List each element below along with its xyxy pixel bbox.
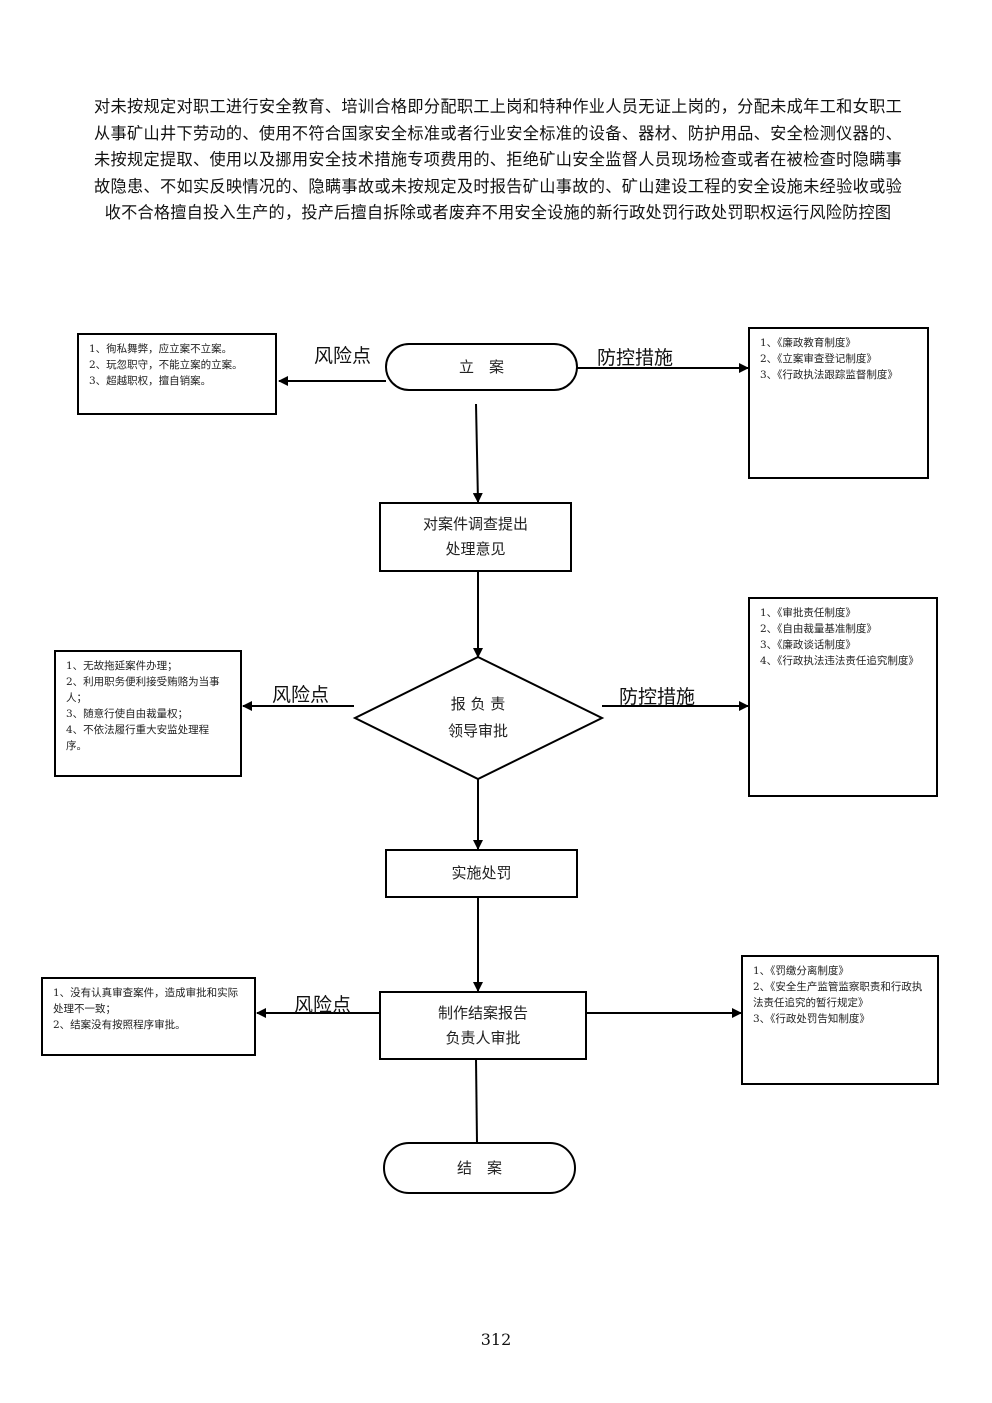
control-item: 2、《安全生产监管监察职责和行政执法责任追究的暂行规定》 (753, 981, 923, 1009)
risk-label-report: 风险点 (294, 994, 352, 1016)
risk-item: 2、利用职务便利接受贿赂为当事人； (66, 676, 220, 704)
page-number: 312 (480, 1330, 512, 1349)
end-terminal-shape (383, 1142, 576, 1194)
risk-box-start: 1、徇私舞弊，应立案不立案。 2、玩忽职守，不能立案的立案。 3、超越职权，擅自… (77, 333, 277, 415)
control-label-approve: 防控措施 (619, 686, 696, 708)
risk-label-start: 风险点 (314, 345, 372, 367)
step-approve: 报 负 责 领导审批 (400, 690, 556, 746)
step-approve-line1: 报 负 责 (450, 695, 506, 713)
step-start-label: 立 案 (458, 357, 504, 376)
control-item: 2、《立案审查登记制度》 (760, 353, 877, 365)
risk-item: 2、玩忽职守，不能立案的立案。 (89, 359, 243, 371)
risk-item: 4、不依法履行重大安监处理程序。 (66, 724, 210, 752)
step-investigate: 对案件调查提出 处理意见 (379, 502, 572, 572)
risk-item: 1、无故拖延案件办理； (66, 660, 178, 672)
control-item: 2、《自由裁量基准制度》 (760, 623, 877, 635)
risk-item: 1、没有认真审查案件，造成审批和实际处理不一致； (53, 987, 239, 1015)
step-end-label: 结 案 (456, 1158, 502, 1177)
arrow-start-to-investigate (472, 403, 483, 503)
control-box-start: 1、《廉政教育制度》 2、《立案审查登记制度》 3、《行政执法跟踪监督制度》 (748, 327, 929, 479)
control-label-start: 防控措施 (597, 347, 674, 369)
step-execute-label: 实施处罚 (451, 864, 512, 882)
control-item: 3、《廉政谈话制度》 (760, 639, 856, 651)
step-report: 制作结案报告 负责人审批 (379, 991, 587, 1060)
control-item: 1、《廉政教育制度》 (760, 337, 856, 349)
step-report-line1: 制作结案报告 (437, 1003, 528, 1022)
control-item: 3、《行政处罚告知制度》 (753, 1013, 870, 1025)
step-approve-line2: 领导审批 (447, 722, 508, 740)
risk-item: 3、随意行使自由裁量权； (66, 708, 189, 720)
step-investigate-line1: 对案件调查提出 (422, 515, 528, 533)
document-title: 对未按规定对职工进行安全教育、培训合格即分配职工上岗和特种作业人员无证上岗的，分… (94, 97, 902, 222)
control-item: 3、《行政执法跟踪监督制度》 (760, 369, 898, 381)
risk-box-report: 1、没有认真审查案件，造成审批和实际处理不一致； 2、结案没有按照程序审批。 (41, 977, 256, 1056)
control-box-report: 1、《罚缴分离制度》 2、《安全生产监管监察职责和行政执法责任追究的暂行规定》 … (741, 955, 939, 1085)
control-item: 4、《行政执法违法责任追究制度》 (760, 655, 919, 667)
risk-label-approve: 风险点 (272, 684, 330, 706)
control-item: 1、《罚缴分离制度》 (753, 965, 849, 977)
risk-box-approve: 1、无故拖延案件办理； 2、利用职务便利接受贿赂为当事人； 3、随意行使自由裁量… (54, 650, 242, 777)
step-end: 结 案 (384, 1143, 575, 1193)
step-execute: 实施处罚 (385, 849, 578, 898)
risk-item: 1、徇私舞弊，应立案不立案。 (89, 343, 233, 355)
step-investigate-line2: 处理意见 (445, 540, 506, 558)
control-box-approve: 1、《审批责任制度》 2、《自由裁量基准制度》 3、《廉政谈话制度》 4、《行政… (748, 597, 938, 797)
control-item: 1、《审批责任制度》 (760, 607, 856, 619)
line-report-to-end (475, 1058, 478, 1144)
risk-item: 2、结案没有按照程序审批。 (53, 1019, 186, 1031)
step-start: 立 案 (386, 344, 577, 390)
step-report-line2: 负责人审批 (445, 1028, 521, 1047)
risk-item: 3、超越职权，擅自销案。 (89, 375, 212, 387)
